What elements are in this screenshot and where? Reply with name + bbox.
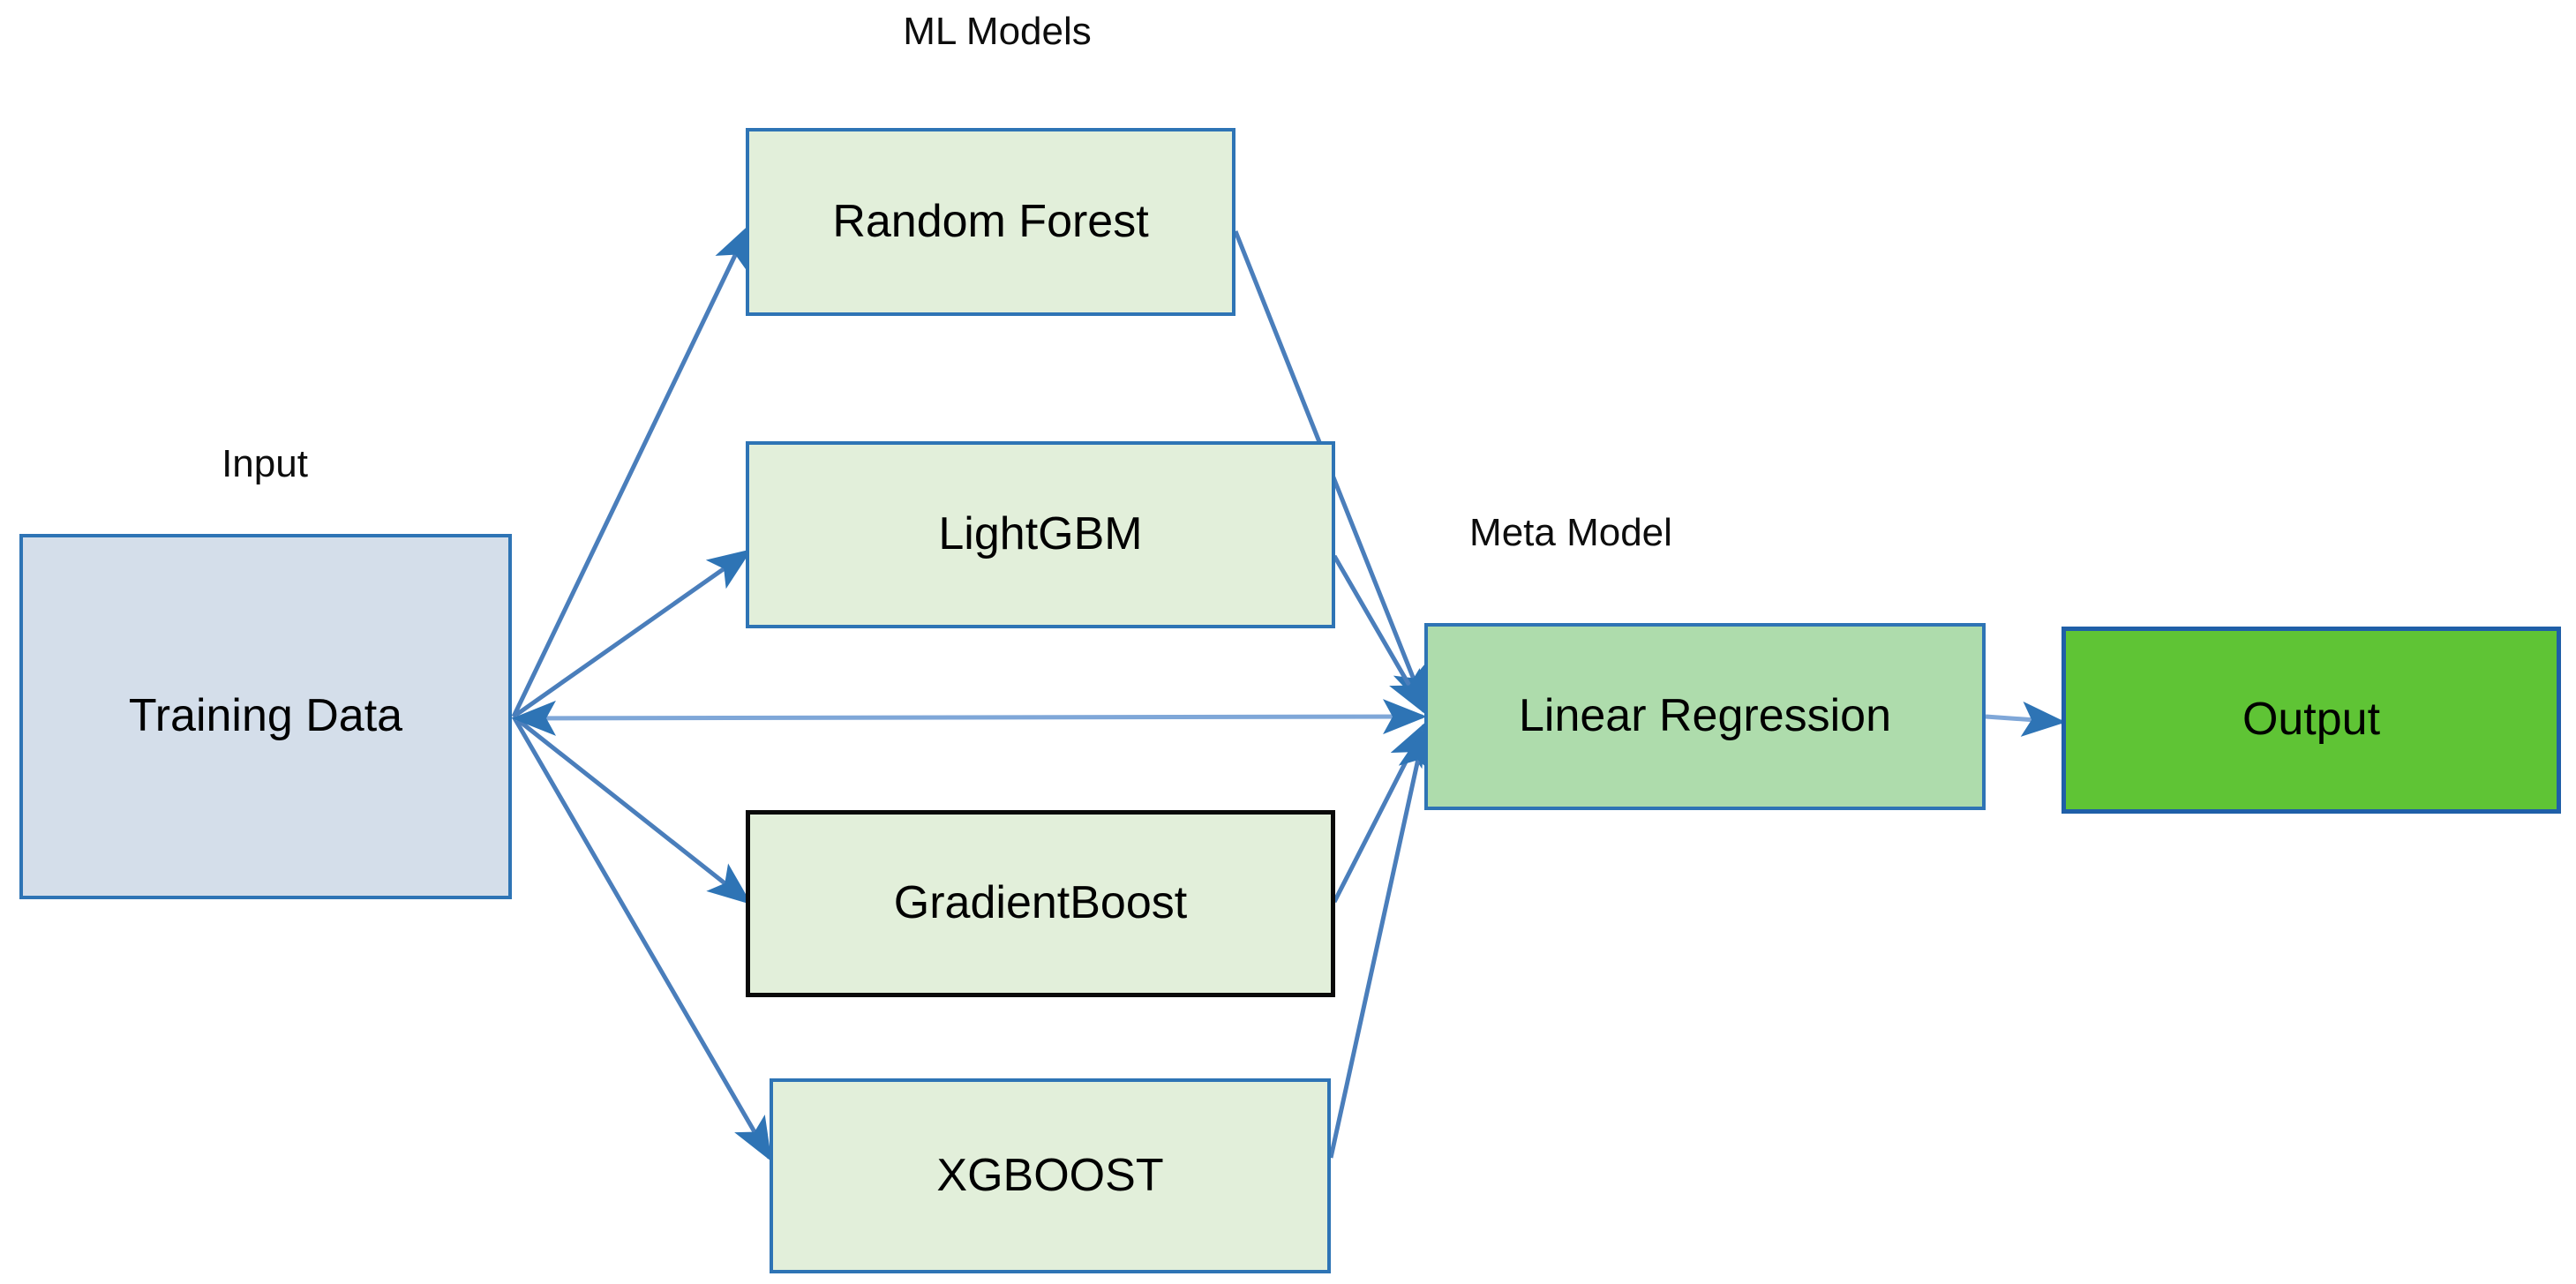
edge-gradientboost-to-linear-regression <box>1332 721 1427 904</box>
node-lightgbm-label: LightGBM <box>938 508 1143 560</box>
group-label-ml-models: ML Models <box>903 10 1092 53</box>
edge-linear-regression-to-output <box>1985 701 2066 737</box>
node-lightgbm[interactable]: LightGBM <box>746 441 1335 628</box>
group-label-input: Input <box>222 442 308 485</box>
node-linear-regression[interactable]: Linear Regression <box>1424 623 1986 810</box>
edge-training-to-lightgbm <box>512 549 753 719</box>
node-linear-regression-label: Linear Regression <box>1518 690 1892 742</box>
edge-training-to-xgboost <box>511 715 772 1162</box>
edge-lightgbm-to-linear-regression <box>1332 554 1427 716</box>
group-label-meta-model: Meta Model <box>1469 511 1672 554</box>
node-gradientboost-label: GradientBoost <box>893 877 1188 929</box>
node-random-forest-label: Random Forest <box>832 195 1149 247</box>
edge-training-to-linear-regression <box>512 699 1427 736</box>
edge-xgboost-to-linear-regression <box>1328 726 1433 1159</box>
node-random-forest[interactable]: Random Forest <box>746 128 1235 316</box>
node-xgboost-label: XGBOOST <box>936 1149 1164 1201</box>
edge-training-to-gradientboost <box>512 715 752 905</box>
node-output[interactable]: Output <box>2062 627 2561 814</box>
node-gradientboost[interactable]: GradientBoost <box>746 810 1335 997</box>
node-training-data-label: Training Data <box>128 690 403 742</box>
node-xgboost[interactable]: XGBOOST <box>770 1078 1331 1273</box>
node-training-data[interactable]: Training Data <box>19 534 512 899</box>
edge-training-to-random-forest <box>511 223 751 718</box>
node-output-label: Output <box>2242 694 2381 746</box>
